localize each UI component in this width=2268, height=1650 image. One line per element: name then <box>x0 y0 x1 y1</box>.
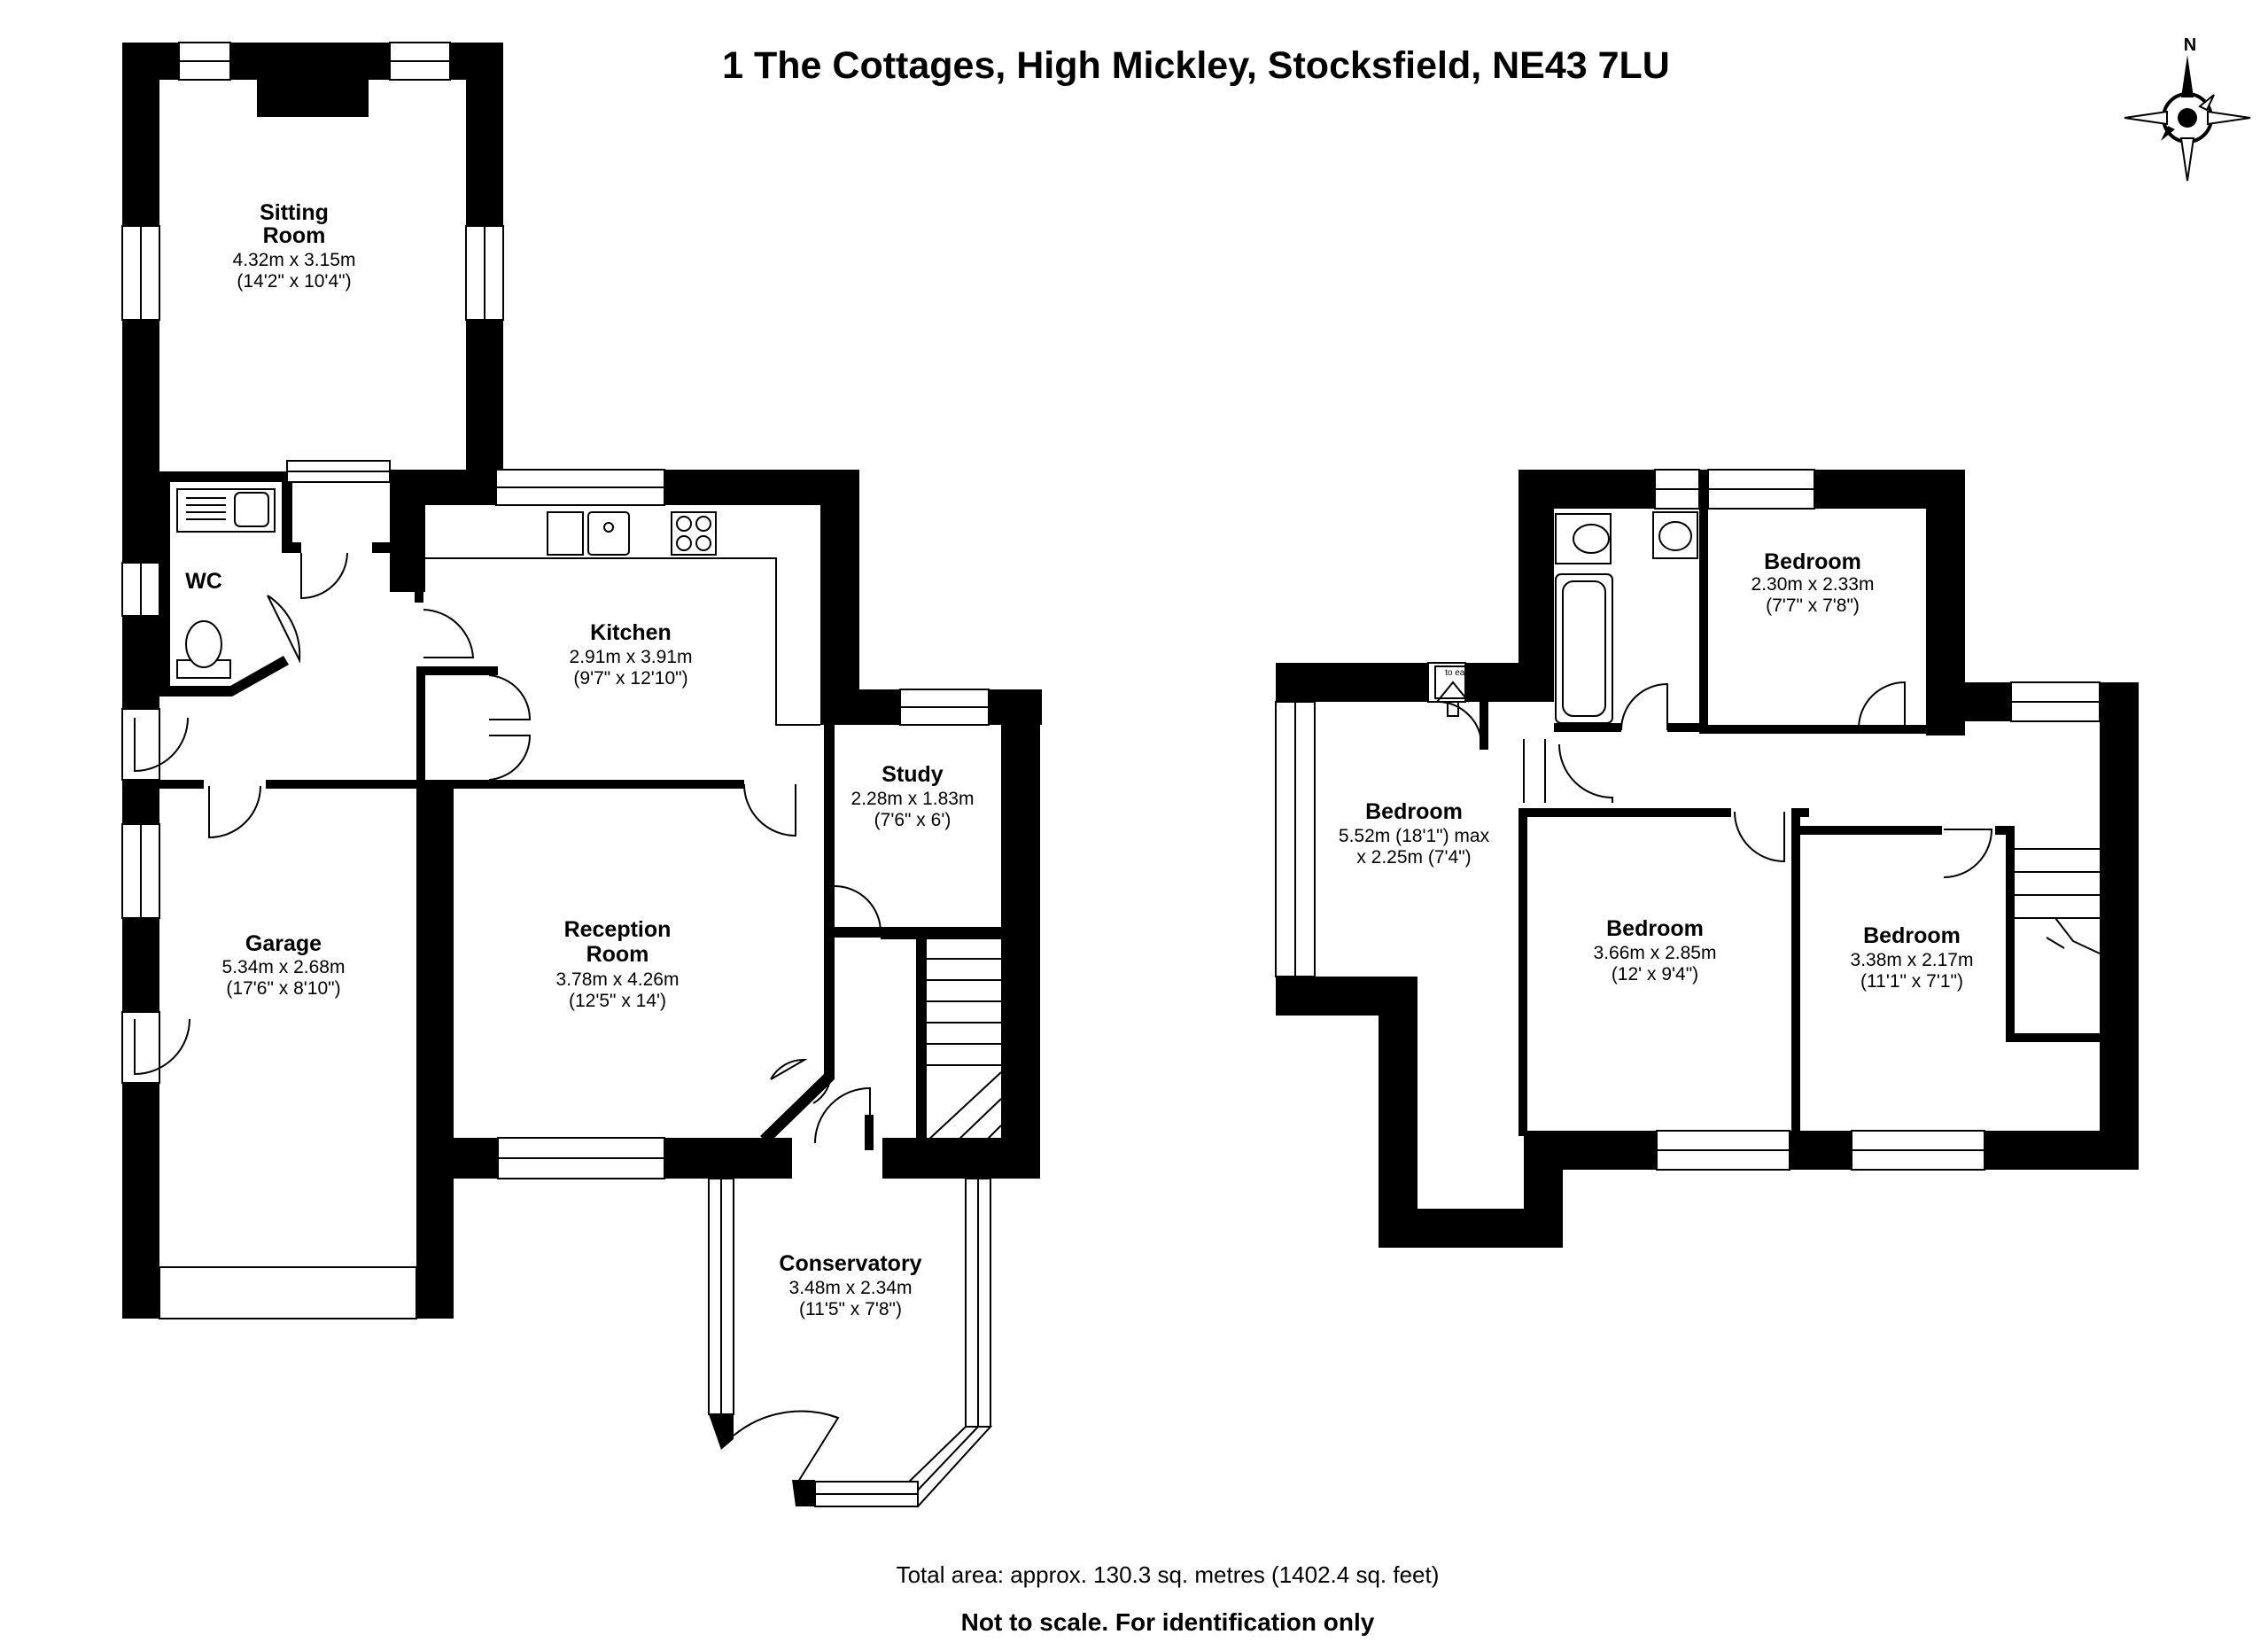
wall <box>1791 808 1800 1136</box>
wall <box>159 482 170 686</box>
wall <box>2006 826 2015 1042</box>
room-name: Study <box>882 762 944 787</box>
room-name: Bedroom <box>1606 916 1704 941</box>
room-dimensions: 3.78m x 4.26m <box>556 969 680 990</box>
room-dimensions: (7'6" x 6') <box>874 810 951 830</box>
room-name: Conservatory <box>779 1251 921 1276</box>
ground-floor-labels: Sitting Room 4.32m x 3.15m (14'2" x 10'4… <box>185 200 974 1319</box>
wall <box>882 1138 1040 1179</box>
room-dimensions: 2.28m x 1.83m <box>851 789 975 809</box>
room-dimensions: (17'6" x 8'10") <box>226 978 340 999</box>
wall <box>820 470 859 707</box>
chimney-breast <box>257 78 369 117</box>
wall <box>1276 663 1518 702</box>
door <box>423 609 475 658</box>
room-name: Sitting <box>260 200 329 225</box>
room-name: Reception <box>564 917 672 942</box>
first-floor: to eaves <box>1275 469 2139 1248</box>
room-name: Bedroom <box>1365 799 1463 824</box>
wall <box>282 482 292 546</box>
wall <box>372 542 392 553</box>
room-dimensions: (11'5" x 7'8") <box>799 1299 902 1319</box>
room-dimensions: (7'7" x 7'8") <box>1766 595 1860 616</box>
wall <box>122 918 159 1012</box>
garage-door <box>159 1266 417 1319</box>
fireplace <box>427 873 454 1015</box>
staircase <box>2015 848 2101 954</box>
wall <box>416 1138 454 1319</box>
door-opening <box>121 1011 160 1084</box>
wall <box>416 666 425 782</box>
wall <box>1791 808 1809 817</box>
wall <box>865 1115 874 1150</box>
plan-title: 1 The Cottages, High Mickley, Stocksfiel… <box>722 44 1670 87</box>
total-area: Total area: approx. 130.3 sq. metres (14… <box>897 1561 1440 1588</box>
wall <box>2100 682 2139 1170</box>
wall <box>416 780 427 1179</box>
door <box>814 1086 871 1144</box>
room-name: Room <box>586 942 649 967</box>
wall <box>1800 826 1942 835</box>
room-dimensions: 3.66m x 2.85m <box>1594 943 1717 963</box>
wall <box>159 780 204 789</box>
door <box>733 1410 840 1490</box>
room-name: Room <box>263 223 326 248</box>
wall <box>1699 725 1956 734</box>
ground-floor <box>121 42 1042 1508</box>
staircase <box>926 958 1002 1142</box>
first-floor-labels: Bedroom 2.30m x 2.33m (7'7" x 7'8") Bedr… <box>1339 549 1974 992</box>
wall <box>282 542 301 553</box>
room-name: Bedroom <box>1764 549 1861 574</box>
room-dimensions: (14'2" x 10'4") <box>237 271 351 292</box>
wall <box>916 938 927 1141</box>
room-name: Kitchen <box>590 620 672 645</box>
wall <box>1001 689 1040 1175</box>
wall <box>159 471 287 482</box>
room-dimensions: 4.32m x 3.15m <box>233 250 356 270</box>
room-dimensions: (11'1" x 7'1") <box>1860 971 1963 992</box>
wall <box>122 1083 159 1319</box>
door <box>770 1058 808 1080</box>
wall <box>1379 977 1418 1248</box>
door-opening <box>121 708 160 781</box>
room-name: WC <box>185 569 222 594</box>
wall <box>1480 702 1488 750</box>
disclaimer: Not to scale. For identification only <box>961 1608 1375 1636</box>
room-dimensions: 5.52m (18'1") max <box>1339 826 1490 846</box>
wall <box>1518 808 1527 1136</box>
wall <box>1699 509 1708 730</box>
wall <box>266 780 744 789</box>
conservatory-walls <box>708 1178 993 1508</box>
room-name: Garage <box>245 931 322 956</box>
room-name: Bedroom <box>1863 923 1961 948</box>
wall <box>695 1138 792 1179</box>
room-dimensions: (12'5" x 14') <box>569 991 666 1011</box>
wall <box>415 505 423 603</box>
room-dimensions: 2.30m x 2.33m <box>1751 574 1875 595</box>
room-dimensions: 5.34m x 2.68m <box>222 957 346 977</box>
room-dimensions: x 2.25m (7'4") <box>1356 847 1471 868</box>
wall <box>881 927 1001 939</box>
wall <box>1995 826 2008 835</box>
compass-icon: N <box>2124 35 2251 182</box>
door <box>300 552 348 600</box>
wall <box>1524 1131 2100 1170</box>
room-dimensions: 3.48m x 2.34m <box>789 1278 913 1298</box>
sink <box>547 511 584 556</box>
room-dimensions: (12' x 9'4") <box>1612 964 1698 985</box>
wall <box>416 666 498 675</box>
door <box>267 595 301 664</box>
room-dimensions: 2.91m x 3.91m <box>570 647 693 667</box>
compass-north-label: N <box>2184 35 2196 55</box>
room-dimensions: (9'7" x 12'10") <box>573 668 687 689</box>
wall <box>1554 723 1563 732</box>
room-dimensions: 3.38m x 2.17m <box>1851 950 1974 970</box>
wall <box>1667 723 1708 732</box>
wall <box>2006 1033 2100 1042</box>
wall <box>824 707 835 1079</box>
wall <box>1563 723 1621 732</box>
wall <box>1518 808 1731 817</box>
eaves-label: to eaves <box>1445 668 1479 678</box>
